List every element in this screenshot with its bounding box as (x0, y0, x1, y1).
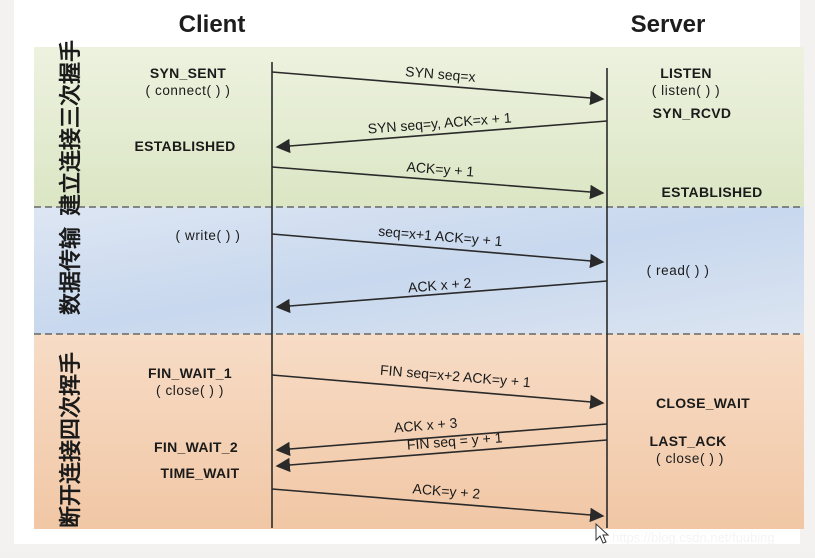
msg-final-ack: ACK=y + 2 (412, 480, 481, 502)
client-header: Client (179, 11, 246, 38)
arrow-syn (271, 71, 605, 106)
phase-band-teardown (34, 334, 804, 529)
phase-band-handshake (34, 47, 804, 207)
arrow-ack (271, 166, 605, 200)
msg-syn: SYN seq=x (405, 63, 477, 85)
server-state-established: ESTABLISHED (661, 184, 762, 200)
phase-label-handshake: 建立连接三次握手 (58, 40, 84, 216)
client-state-established: ESTABLISHED (134, 138, 235, 154)
arrow-final-ack (271, 488, 605, 523)
server-state-syn-rcvd: SYN_RCVD (653, 105, 732, 121)
msg-data-ack: ACK x + 2 (407, 275, 472, 296)
client-state-fin-wait-1: FIN_WAIT_1 (148, 365, 232, 381)
client-call-connect: ( connect( ) ) (146, 83, 231, 98)
server-state-last-ack: LAST_ACK (649, 433, 726, 449)
server-header: Server (631, 11, 706, 38)
arrow-ack-fin-1 (275, 423, 608, 457)
arrow-syn-ack (275, 120, 608, 154)
server-call-read: ( read( ) ) (647, 263, 710, 278)
msg-fin-2: FIN seq = y + 1 (406, 429, 503, 452)
mouse-pointer-icon (595, 522, 610, 544)
client-call-close: ( close( ) ) (156, 383, 224, 398)
phase-label-transfer: 数据传输 (58, 226, 84, 315)
server-state-listen: LISTEN (660, 65, 712, 81)
client-call-write: ( write( ) ) (176, 228, 241, 243)
arrow-fin-2 (275, 439, 608, 473)
arrow-data (271, 233, 605, 269)
phase-band-transfer (34, 207, 804, 334)
server-call-listen: ( listen( ) ) (652, 83, 721, 98)
server-call-close: ( close( ) ) (656, 451, 724, 466)
watermark: https://blog.csdn.net/fuubing (612, 530, 775, 545)
client-state-fin-wait-2: FIN_WAIT_2 (154, 439, 238, 455)
msg-ack-fin-1: ACK x + 3 (393, 415, 458, 436)
client-state-syn-sent: SYN_SENT (150, 65, 226, 81)
server-state-close-wait: CLOSE_WAIT (656, 395, 750, 411)
arrow-fin-1 (271, 374, 605, 410)
arrow-data-ack (275, 280, 608, 314)
msg-ack: ACK=y + 1 (406, 158, 475, 179)
phase-label-teardown: 断开连接四次挥手 (58, 352, 84, 528)
client-state-time-wait: TIME_WAIT (161, 465, 240, 481)
